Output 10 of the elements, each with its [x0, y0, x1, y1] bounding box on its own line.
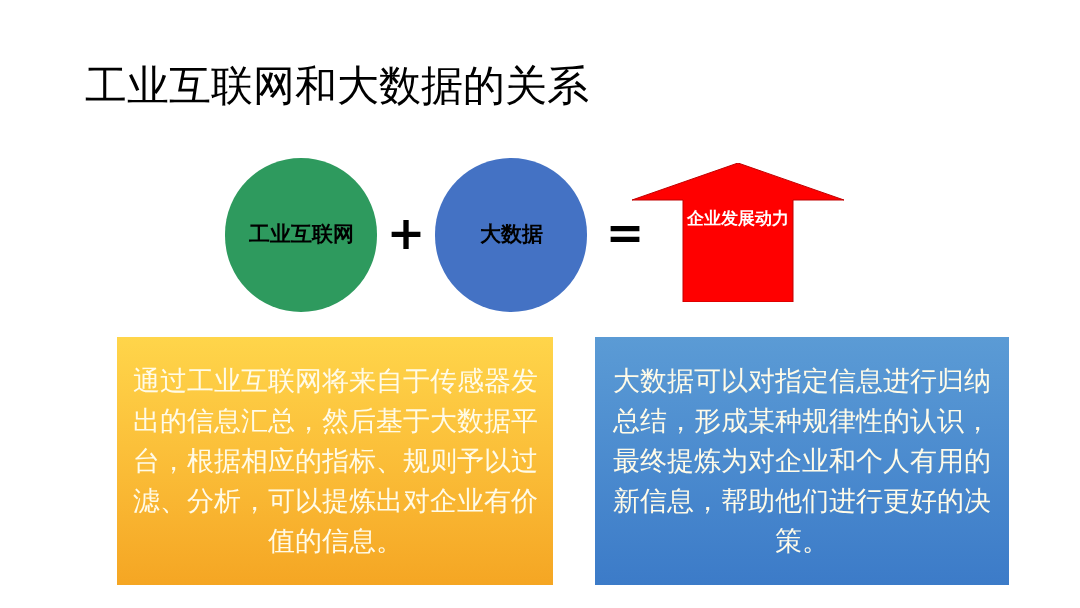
text-panel [595, 337, 1009, 585]
title: 工业互联网和大数据的关系 [85, 60, 589, 112]
operator-sign: = [604, 205, 646, 261]
circle-label: 工业互联网 [248, 221, 354, 249]
circle-label: 大数据 [479, 221, 543, 249]
panel-text: 通过工业互联网将来自于传感器发出的信息汇总，然后基于大数据平台，根据相应的指标、规则予以过滤、分析，可以提炼出对企业有价值的信息。 [131, 364, 539, 558]
arrow-label: 企业发展动力 [686, 207, 790, 230]
text-panel [117, 337, 553, 585]
operator-sign: + [386, 205, 426, 261]
panel-text: 大数据可以对指定信息进行归纳总结，形成某种规律性的认识，最终提炼为对企业和个人有用的新信息，帮助他们进行更好的决策。 [612, 364, 992, 558]
